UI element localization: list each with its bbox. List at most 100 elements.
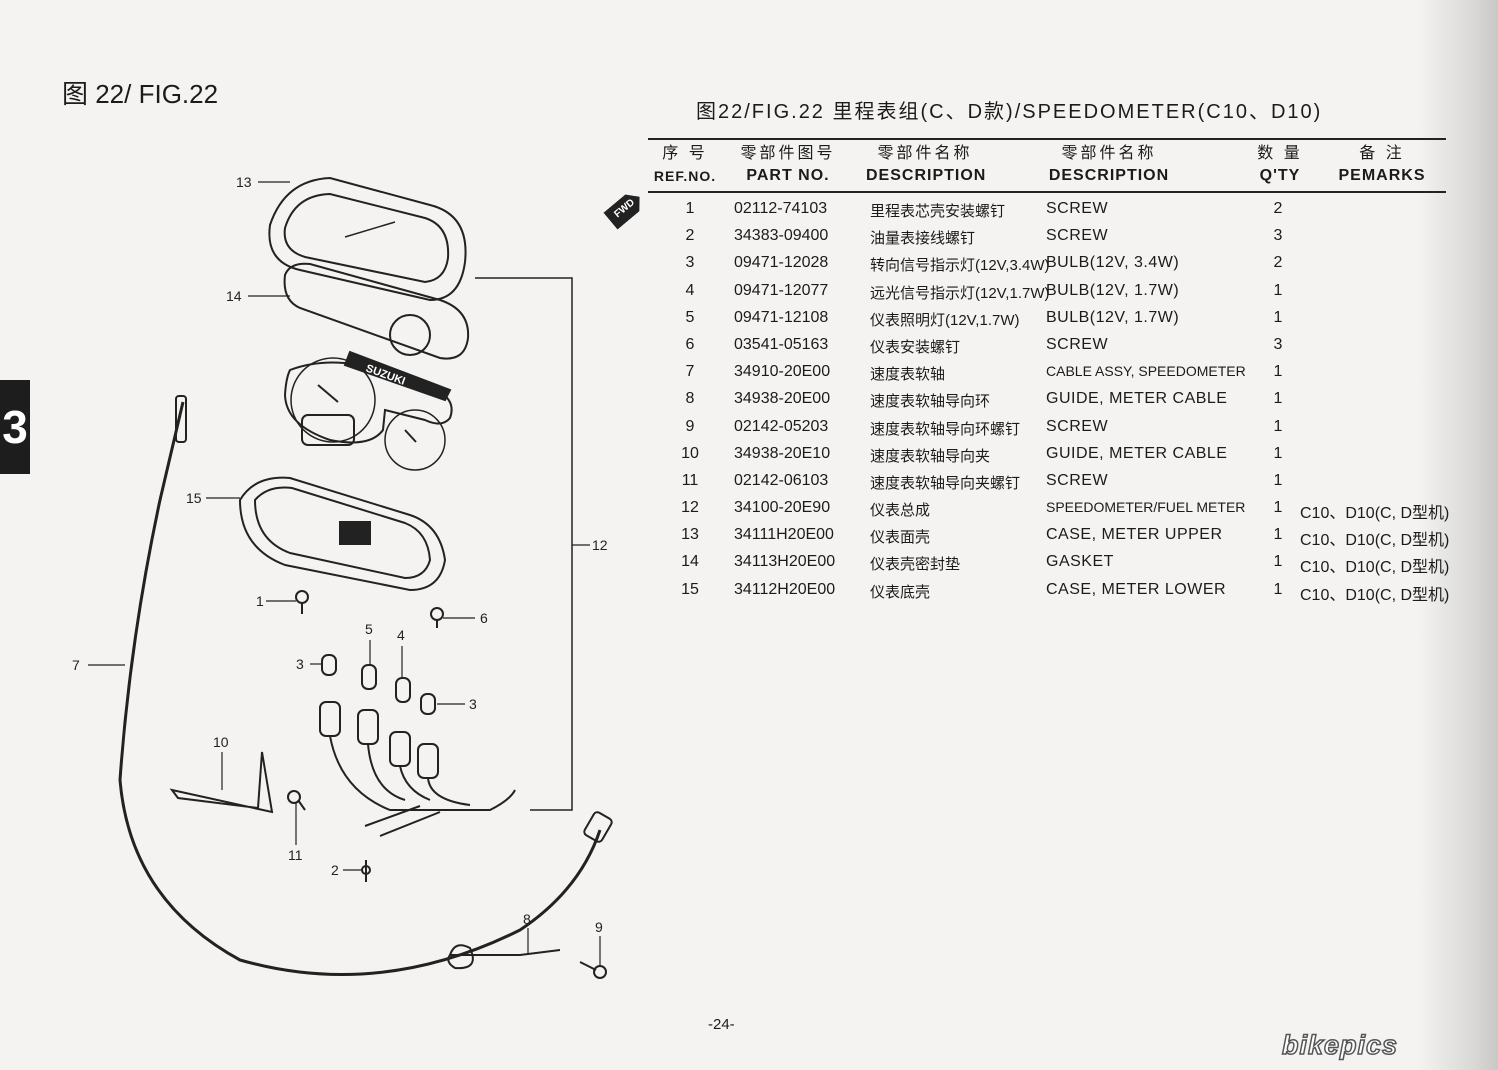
cell-ref: 3: [685, 254, 695, 272]
header-rule-top: [648, 138, 1446, 140]
cell-remarks: C10、D10(C, D型机): [1300, 505, 1450, 523]
cell-name-zh: 仪表照明灯(12V,1.7W): [870, 311, 1020, 329]
cell-name-zh: 仪表面壳: [870, 529, 931, 547]
callout-5: 5: [365, 621, 373, 637]
cell-name-en: GASKET: [1046, 553, 1114, 571]
col-head-ref: 序 号 REF.NO.: [653, 145, 717, 184]
cell-qty: 2: [1273, 200, 1283, 217]
cell-part-no: 02142-06103: [734, 471, 829, 489]
cell-name-en: CASE, METER LOWER: [1046, 580, 1227, 598]
callout-7: 7: [72, 657, 80, 673]
cell-qty: 1: [1273, 526, 1283, 544]
exploded-parts-diagram: SUZUKI 13 14 15 12 1 6 5 4 3 3 7 10 11 2…: [72, 174, 613, 979]
cell-ref: 12: [681, 499, 699, 517]
cell-part-no: 09471-12028: [734, 254, 829, 272]
cell-ref: 13: [681, 526, 699, 544]
cell-qty: 1: [1273, 499, 1283, 517]
cell-part-no: 34938-20E10: [734, 444, 831, 462]
speedometer-cable: [118, 401, 602, 976]
chapter-tab: 3: [0, 380, 30, 474]
meter-upper-case: [268, 176, 467, 302]
cell-name-zh: 速度表软轴: [870, 366, 946, 384]
gasket: [283, 262, 470, 360]
cell-qty: 1: [1273, 363, 1283, 381]
callout-10: 10: [213, 734, 229, 750]
cell-qty: 1: [1273, 471, 1283, 489]
cell-qty: 2: [1273, 254, 1283, 272]
cell-qty: 1: [1273, 390, 1283, 408]
page-edge-shadow: [1418, 0, 1498, 1070]
cell-part-no: 34100-20E90: [734, 499, 831, 517]
cell-ref: 9: [685, 417, 695, 435]
figure-title: 图 22/ FIG.22: [62, 79, 219, 109]
col-head-remarks: 备 注 PEMARKS: [1338, 145, 1426, 184]
cell-ref: 4: [685, 281, 695, 299]
cell-ref: 11: [681, 471, 699, 489]
cell-remarks: C10、D10(C, D型机): [1300, 559, 1450, 577]
cell-ref: 6: [685, 335, 695, 353]
cell-part-no: 34113H20E00: [734, 553, 836, 571]
cell-qty: 1: [1273, 580, 1283, 598]
callout-9: 9: [595, 919, 603, 935]
meter-lower-case: [238, 476, 447, 592]
cell-qty: 1: [1273, 444, 1283, 462]
col-head-part: 零部件图号 PART NO.: [740, 145, 836, 184]
cell-name-zh: 速度表软轴导向夹: [870, 447, 991, 465]
cell-part-no: 34910-20E00: [734, 363, 831, 381]
callout-1: 1: [256, 593, 264, 609]
callout-13: 13: [236, 174, 252, 190]
callout-3b: 3: [469, 696, 477, 712]
callout-8: 8: [523, 911, 531, 927]
cell-remarks: C10、D10(C, D型机): [1300, 586, 1450, 604]
cell-name-zh: 仪表壳密封垫: [870, 556, 961, 574]
header-rule-bottom: [648, 191, 1446, 193]
cell-ref: 15: [681, 580, 699, 598]
cell-name-en: SCREW: [1046, 335, 1109, 353]
cell-qty: 1: [1273, 553, 1283, 571]
callout-2: 2: [331, 862, 339, 878]
callout-12: 12: [592, 537, 608, 553]
col-head-desc-en: 零部件名称 DESCRIPTION: [1048, 145, 1170, 184]
cell-name-zh: 仪表安装螺钉: [870, 338, 961, 356]
guide-ring: [447, 944, 561, 970]
callout-4: 4: [397, 627, 405, 643]
cell-part-no: 02142-05203: [734, 417, 829, 435]
callout-6: 6: [480, 610, 488, 626]
cell-ref: 7: [685, 363, 695, 381]
watermark-logo: bikepics: [1281, 1029, 1399, 1061]
cell-qty: 3: [1273, 227, 1283, 245]
cell-ref: 2: [685, 227, 695, 245]
cell-ref: 8: [685, 390, 695, 408]
cell-name-en: CASE, METER UPPER: [1046, 526, 1223, 544]
page-number: -24-: [708, 1016, 735, 1033]
cell-part-no: 34112H20E00: [734, 580, 836, 598]
cell-name-zh: 仪表底壳: [870, 583, 931, 601]
cell-part-no: 02112-74103: [734, 200, 828, 217]
cell-name-en: CABLE ASSY, SPEEDOMETER: [1046, 363, 1246, 380]
cell-name-zh: 仪表总成: [870, 502, 931, 520]
col-head-qty: 数 量 Q'TY: [1257, 145, 1303, 184]
cell-name-zh: 转向信号指示灯(12V,3.4W): [870, 257, 1050, 275]
callout-15: 15: [186, 490, 202, 506]
cell-qty: 1: [1273, 308, 1283, 326]
cell-qty: 1: [1273, 281, 1283, 299]
cell-ref: 10: [681, 444, 699, 462]
cell-ref: 5: [685, 308, 695, 326]
cell-part-no: 34938-20E00: [734, 390, 831, 408]
cell-name-en: BULB(12V, 1.7W): [1046, 281, 1180, 299]
cell-name-en: GUIDE, METER CABLE: [1046, 390, 1228, 408]
cell-name-en: BULB(12V, 3.4W): [1046, 254, 1180, 272]
cell-name-zh: 里程表芯壳安装螺钉: [870, 203, 1006, 220]
callout-14: 14: [226, 288, 242, 304]
cell-name-en: SPEEDOMETER/FUEL METER: [1046, 499, 1246, 516]
col-head-desc-zh: 零部件名称 DESCRIPTION: [866, 145, 987, 184]
cell-qty: 1: [1273, 417, 1283, 435]
cell-name-en: BULB(12V, 1.7W): [1046, 308, 1180, 326]
cell-name-zh: 速度表软轴导向环螺钉: [870, 420, 1021, 438]
callout-3a: 3: [296, 656, 304, 672]
cell-name-en: SCREW: [1046, 200, 1109, 217]
cell-name-en: SCREW: [1046, 227, 1109, 245]
cell-remarks: C10、D10(C, D型机): [1300, 532, 1450, 550]
cell-name-en: GUIDE, METER CABLE: [1046, 444, 1228, 462]
guide-clip: [169, 751, 274, 814]
